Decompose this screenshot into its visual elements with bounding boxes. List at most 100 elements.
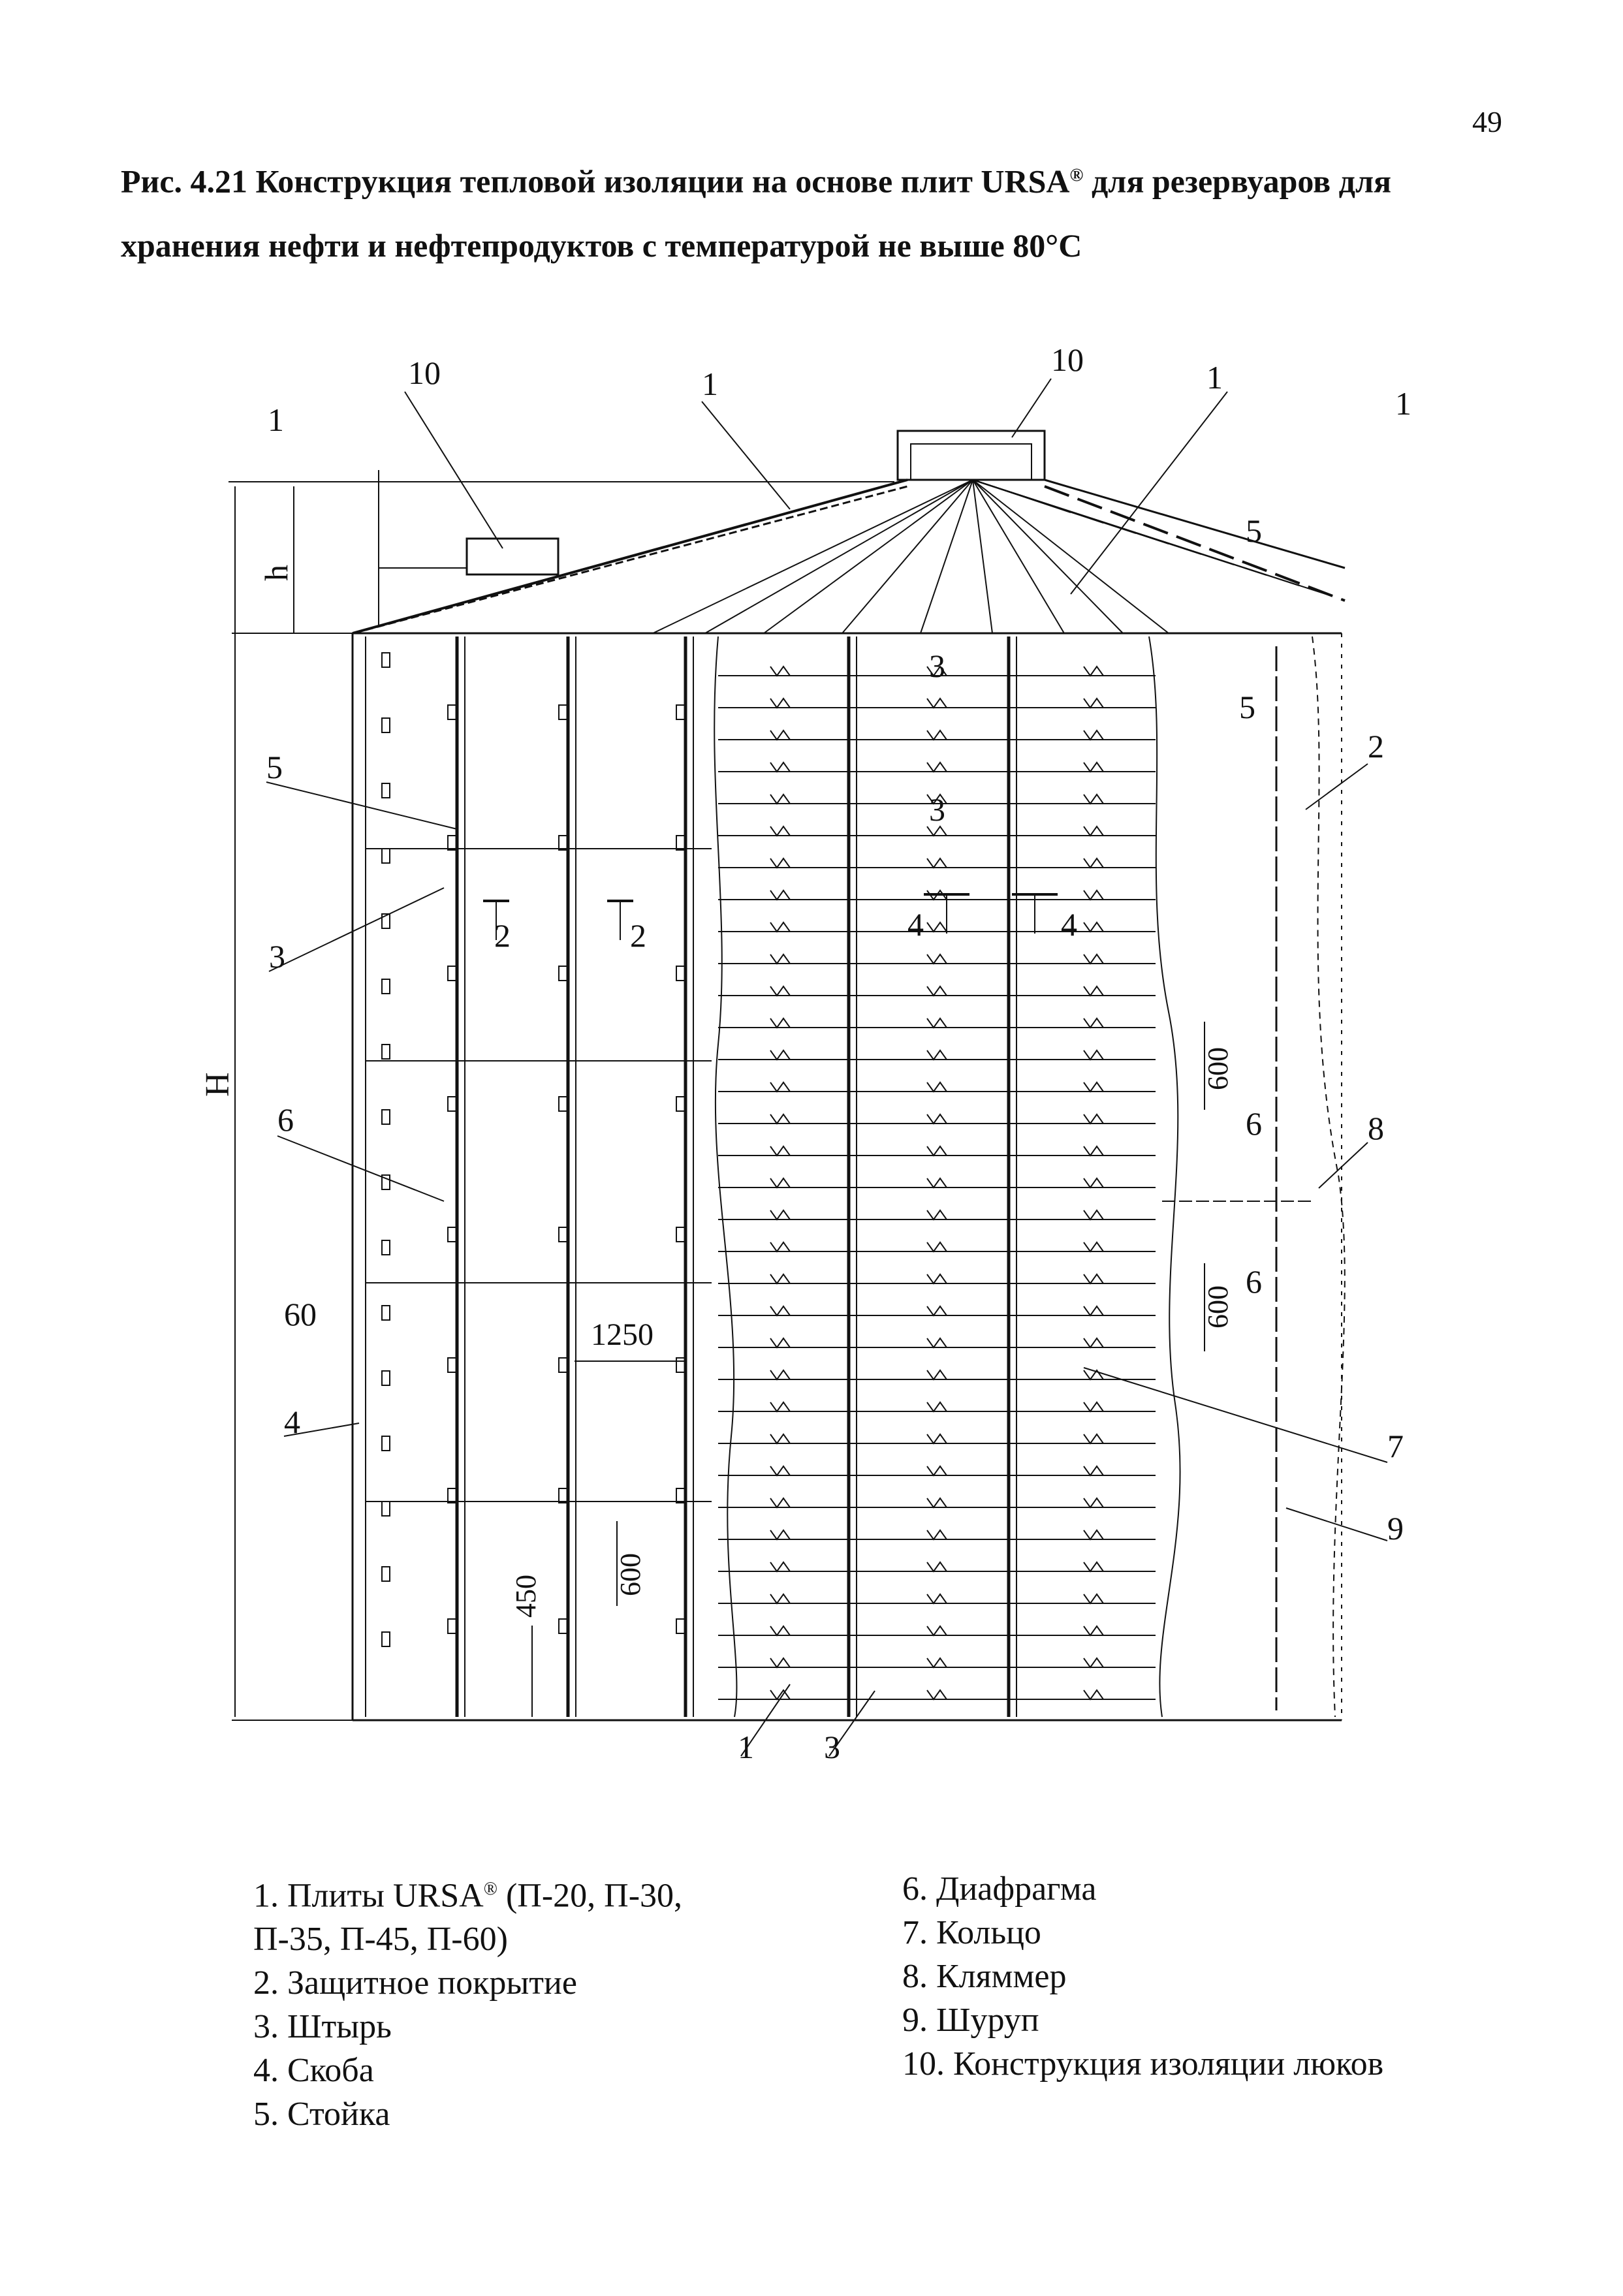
legend-item: 6. Диафрагма — [902, 1867, 1588, 1911]
legend-item: 4. Скоба — [253, 2049, 841, 2092]
callout-60: 60 — [284, 1296, 317, 1332]
pin-mark — [926, 1561, 947, 1573]
clip-bracket — [447, 704, 458, 720]
pin-mark — [926, 1497, 947, 1509]
pin-mark — [770, 665, 791, 677]
shell-bracket — [381, 1305, 390, 1321]
pin-mark — [926, 1081, 947, 1093]
pin-mark — [770, 953, 791, 965]
page-number: 49 — [1472, 105, 1502, 138]
callout-1: 1 — [1206, 359, 1223, 396]
section-mark-2: 2 — [494, 917, 511, 954]
roof-right-slope-inner — [1044, 485, 1346, 602]
legend-item: 3. Штырь — [253, 2005, 841, 2049]
roof-left-slope — [352, 479, 908, 635]
pin-mark — [926, 825, 947, 837]
dimension-600: 600 — [1202, 1285, 1234, 1329]
shell-bracket — [381, 1044, 390, 1060]
pin-mark — [1083, 729, 1104, 741]
clip-bracket — [447, 1357, 458, 1373]
callout-5: 5 — [1246, 512, 1262, 549]
legend-text: 10. Конструкция изоляции люков — [902, 2045, 1384, 2083]
clip-bracket — [447, 1227, 458, 1242]
pin-mark — [1083, 1049, 1104, 1061]
pin-mark — [926, 1689, 947, 1701]
roof-hatch — [896, 430, 1046, 481]
legend-text: 2. Защитное покрытие — [253, 1964, 577, 2002]
roof-rafter — [972, 479, 1124, 634]
pin-mark — [926, 1369, 947, 1381]
pin-mark — [770, 1305, 791, 1317]
pin-mark — [1083, 921, 1104, 933]
cutaway-left-edge — [714, 636, 738, 1718]
shell-bracket — [381, 1109, 390, 1125]
pin-mark — [770, 1049, 791, 1061]
pin-mark — [770, 1241, 791, 1253]
roof-rafter — [842, 479, 973, 634]
pin-mark — [770, 1369, 791, 1381]
pin-mark — [926, 1177, 947, 1189]
pin-mark — [926, 1529, 947, 1541]
shell-bracket — [381, 717, 390, 733]
clip-bracket — [676, 1227, 686, 1242]
callout-1: 1 — [702, 366, 718, 402]
shell-bracket — [381, 783, 390, 798]
legend-text: 7. Кольцо — [902, 1914, 1041, 1951]
roof-hatch-inner — [910, 443, 1032, 480]
pin-mark — [926, 1433, 947, 1445]
shell-bracket — [381, 1240, 390, 1255]
shell-bracket — [381, 848, 390, 864]
legend-item: 1. Плиты URSA® (П-20, П-30, — [253, 1867, 841, 1917]
registered-mark: ® — [1069, 165, 1084, 185]
clip-bracket — [558, 835, 569, 851]
pin-mark — [926, 953, 947, 965]
cover-edge — [1312, 636, 1346, 1718]
legend-item: 10. Конструкция изоляции люков — [902, 2042, 1588, 2086]
callout-leader — [268, 887, 445, 972]
callout-6: 6 — [277, 1101, 294, 1138]
pin-mark — [926, 985, 947, 997]
pin-mark — [1083, 857, 1104, 869]
pin-mark — [770, 889, 791, 901]
roof-rafter — [704, 479, 973, 634]
pin-mark — [770, 1561, 791, 1573]
dimension-h: h — [258, 565, 294, 581]
callout-3: 3 — [824, 1729, 840, 1765]
clip-bracket — [447, 966, 458, 981]
pin-mark — [1083, 1689, 1104, 1701]
callout-1: 1 — [738, 1729, 754, 1765]
pin-mark — [1083, 1337, 1104, 1349]
pin-mark — [926, 921, 947, 933]
legend-item: 7. Кольцо — [902, 1911, 1588, 1955]
pin-mark — [770, 1177, 791, 1189]
clip-bracket — [676, 704, 686, 720]
pin-mark — [1083, 697, 1104, 709]
legend-text: 5. Стойка — [253, 2096, 390, 2133]
pin-mark — [1083, 889, 1104, 901]
clip-bracket — [676, 1618, 686, 1634]
callout-6: 6 — [1246, 1263, 1262, 1300]
pin-mark — [926, 1145, 947, 1157]
pin-mark — [770, 857, 791, 869]
pin-mark — [770, 1337, 791, 1349]
roof-rafter — [652, 479, 973, 634]
callout-4: 4 — [284, 1404, 300, 1440]
legend-text: (П-20, П-30, — [497, 1877, 683, 1915]
pin-mark — [1083, 1113, 1104, 1125]
pin-mark — [1083, 761, 1104, 773]
pin-mark — [770, 697, 791, 709]
drawing-details — [266, 378, 1388, 1757]
tank-insulation-drawing: 10 1 10 1 1 1 5 3 3 5 2 5 3 2 2 4 4 6 6 … — [199, 341, 1411, 1765]
section-mark-4: 4 — [907, 906, 924, 943]
shell-bracket — [381, 1370, 390, 1386]
legend-item: 2. Защитное покрытие — [253, 1961, 841, 2005]
shell-bracket — [381, 1436, 390, 1451]
pin-mark — [926, 729, 947, 741]
pin-mark — [1083, 953, 1104, 965]
pin-mark — [926, 1209, 947, 1221]
pin-mark — [1083, 1433, 1104, 1445]
pin-mark — [926, 761, 947, 773]
pin-mark — [926, 1593, 947, 1605]
callout-leader — [1318, 1142, 1368, 1189]
pin-mark — [1083, 985, 1104, 997]
